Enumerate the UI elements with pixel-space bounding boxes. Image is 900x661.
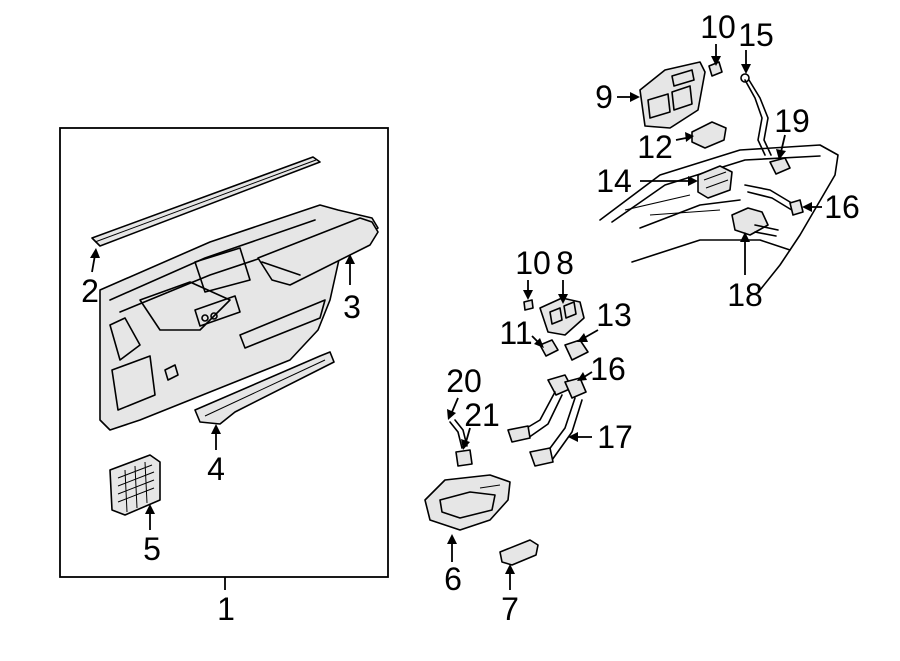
part-18-connector-cluster <box>731 207 779 237</box>
part-4-pull-handle <box>194 351 335 425</box>
part-11-switch <box>539 339 559 357</box>
arrowhead-13 <box>577 333 588 342</box>
callout-12: 12 <box>637 129 673 165</box>
arrowhead-7 <box>505 564 515 574</box>
arrowhead-3 <box>345 254 355 264</box>
callout-15: 15 <box>738 17 774 53</box>
part-10-clip-middle <box>523 299 534 311</box>
callout-8: 8 <box>556 245 574 281</box>
leader-12 <box>675 137 687 141</box>
arrowhead-12 <box>685 132 694 142</box>
leader-20 <box>451 397 459 413</box>
callout-9: 9 <box>595 79 613 115</box>
arrowhead-6 <box>447 534 457 544</box>
callout-7: 7 <box>501 591 519 627</box>
part-7-lock-knob <box>499 539 539 566</box>
arrowhead-10a <box>711 56 721 66</box>
callout-10-middle: 10 <box>515 245 551 281</box>
arrowhead-2 <box>90 248 100 258</box>
callout-6: 6 <box>444 561 462 597</box>
arrowhead-10b <box>523 290 533 300</box>
callout-20: 20 <box>446 363 482 399</box>
arrowhead-5 <box>145 504 155 514</box>
callout-2: 2 <box>81 273 99 309</box>
arrowhead-21 <box>461 439 470 450</box>
arrowhead-11 <box>534 338 544 348</box>
part-14-switch <box>697 165 733 199</box>
callout-13: 13 <box>596 297 632 333</box>
part-19-connector <box>769 157 791 175</box>
part-12-switch <box>691 121 727 149</box>
callout-10-top: 10 <box>700 9 736 45</box>
leaders <box>90 44 822 590</box>
callout-18: 18 <box>727 277 763 313</box>
arrowhead-14 <box>688 176 698 186</box>
callout-1: 1 <box>217 591 235 627</box>
arrowhead-16b <box>577 372 587 381</box>
callout-19: 19 <box>774 103 810 139</box>
leader-13 <box>583 329 599 339</box>
callout-labels: 1 2 3 4 5 6 7 8 9 10 10 11 12 13 14 15 1… <box>81 9 860 627</box>
part-21-knob <box>455 449 473 467</box>
part-5-speaker-grille <box>109 454 161 516</box>
callout-16-lower: 16 <box>590 351 626 387</box>
callout-16-upper: 16 <box>824 189 860 225</box>
arrowhead-8 <box>558 294 568 304</box>
part-17-wire-harness <box>507 391 583 467</box>
part-13-switch <box>564 339 589 361</box>
leader-21 <box>465 427 471 443</box>
arrowhead-17 <box>568 432 578 442</box>
arrowhead-18 <box>740 232 750 242</box>
part-2-weatherstrip <box>91 156 321 247</box>
part-9-switch-bezel <box>639 61 706 129</box>
part-16-wire-upper <box>744 184 804 216</box>
part-3-armrest-pad <box>257 217 379 286</box>
arrowhead-19 <box>776 149 786 160</box>
arrowhead-16a <box>802 202 812 212</box>
callout-5: 5 <box>143 531 161 567</box>
arrowhead-15 <box>741 64 751 74</box>
part-8-switch-bezel <box>539 297 585 336</box>
callout-21: 21 <box>464 397 500 433</box>
callout-3: 3 <box>343 289 361 325</box>
arrowhead-4 <box>211 424 221 434</box>
arrowhead-9 <box>630 92 640 102</box>
leader-16b <box>583 371 593 378</box>
callout-14: 14 <box>596 163 632 199</box>
arrowhead-20 <box>447 409 456 420</box>
part-15-wire-harness <box>740 73 772 156</box>
leader-19 <box>780 134 786 153</box>
callout-4: 4 <box>207 451 225 487</box>
part-6-handle-bezel <box>424 474 511 531</box>
part-16-wire-lower <box>547 374 587 399</box>
callout-11: 11 <box>499 315 532 351</box>
callout-17: 17 <box>597 419 633 455</box>
trim-panel-assembly-box <box>59 127 389 578</box>
